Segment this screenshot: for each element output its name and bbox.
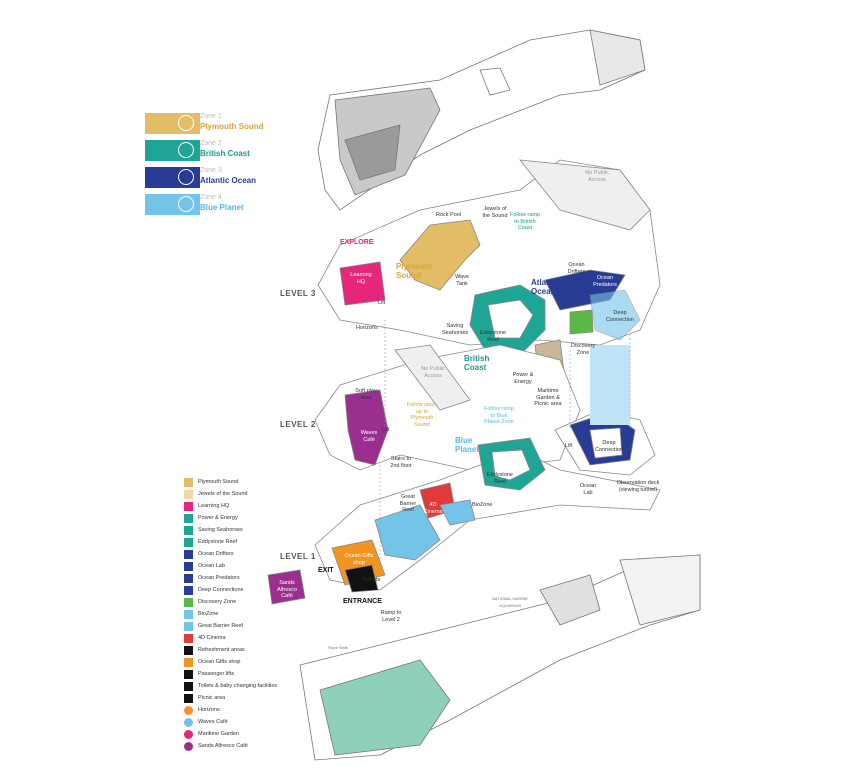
explore-logo: EXPLORE bbox=[340, 239, 374, 246]
eddystone-3-label: Eddystone Reef bbox=[480, 330, 506, 343]
british-zone-title: British Coast bbox=[464, 354, 490, 372]
zone-key-atlantic: Zone 3 Atlantic Ocean bbox=[145, 167, 295, 188]
deep-connections-icon bbox=[184, 586, 193, 595]
soft-play-label: Soft play area bbox=[355, 388, 377, 401]
british-zone-icon bbox=[178, 142, 194, 158]
zone-name: Atlantic Ocean bbox=[200, 176, 257, 185]
picnic-icon bbox=[184, 694, 193, 703]
atlantic-zone-title: Atlantic Ocean bbox=[531, 278, 561, 296]
waves-cafe-icon bbox=[184, 718, 193, 727]
exit-label: EXIT bbox=[318, 567, 334, 574]
ocean-predators-label: Ocean Predators bbox=[593, 275, 617, 288]
level2-right bbox=[554, 345, 656, 476]
learning-hq-label: Learning HQ bbox=[350, 272, 372, 285]
biozone-icon bbox=[184, 610, 193, 619]
deep-connection-3-label: Deep Connection bbox=[606, 310, 634, 323]
gift-shop-icon bbox=[184, 658, 193, 667]
level1-floor bbox=[267, 437, 661, 605]
roof-building bbox=[317, 29, 646, 211]
entrance-label: ENTRANCE bbox=[343, 598, 382, 605]
stairs-2nd-label: Stairs to 2nd floor bbox=[390, 456, 412, 469]
waves-cafe-label: Waves Café bbox=[360, 430, 378, 443]
atlantic-zone-icon bbox=[178, 169, 194, 185]
jewels-icon bbox=[184, 490, 193, 499]
plymouth-sound-icon bbox=[184, 478, 193, 487]
lift-icon bbox=[184, 670, 193, 679]
observation-deck-label: Observation deck (viewing tunnel) bbox=[616, 480, 660, 493]
zone-key-british: Zone 2 British Coast bbox=[145, 140, 295, 161]
lift-2a-label: Lift bbox=[382, 427, 390, 433]
maritime-garden-label: Maritime Garden & Picnic area bbox=[534, 388, 562, 407]
no-public-access-top-label: No Public Access bbox=[585, 170, 609, 183]
ocean-drifters-label: Ocean Drifters bbox=[567, 262, 586, 275]
barrier-reef-icon bbox=[184, 622, 193, 631]
great-barrier-label: Great Barrier Reef bbox=[399, 494, 417, 513]
power-energy-icon bbox=[184, 514, 193, 523]
no-public-access-mid-label: No Public Access bbox=[421, 366, 445, 379]
follow-ramp-blue-label: Follow ramp to Blue Planet Zone bbox=[484, 406, 514, 425]
level2-label: LEVEL 2 bbox=[280, 420, 316, 429]
plymouth-zone-title: Plymouth Sound bbox=[396, 262, 433, 280]
zone-number: Zone 3 bbox=[200, 167, 222, 174]
zone-number: Zone 2 bbox=[200, 140, 222, 147]
deep-connection-2-label: Deep Connection bbox=[595, 440, 623, 453]
discovery-zone-label: Discovery Zone bbox=[570, 343, 596, 356]
tickets-label: Tickets bbox=[363, 577, 381, 583]
ramp-level2-label: Ramp to Level 2 bbox=[380, 610, 402, 623]
zone-key-blue: Zone 4 Blue Planet bbox=[145, 194, 295, 215]
follow-stairs-label: Follow stairs up to Plymouth Sound bbox=[406, 402, 438, 428]
zone-key-plymouth: Zone 1 Plymouth Sound bbox=[145, 113, 295, 134]
toilets-icon bbox=[184, 682, 193, 691]
refreshment-icon bbox=[184, 646, 193, 655]
wave-tank-label: Wave Tank bbox=[455, 274, 469, 287]
follow-ramp-british-label: Follow ramp to British Coast bbox=[510, 212, 540, 231]
discovery-zone-icon bbox=[184, 598, 193, 607]
zone-number: Zone 4 bbox=[200, 194, 222, 201]
saving-seahorses-label: Saving Seahorses bbox=[442, 323, 469, 336]
ocean-gifts-label: Ocean Gifts shop bbox=[344, 553, 374, 566]
eddystone-1-label: Eddystone Reef bbox=[487, 472, 513, 485]
level3-floor bbox=[317, 159, 661, 386]
lift-3-label: Lift bbox=[378, 300, 386, 306]
ground-text: Rope Walk bbox=[328, 645, 348, 650]
ocean-lab-label: Ocean Lab bbox=[579, 483, 597, 496]
jewels-label: Jewels of the Sound bbox=[482, 206, 508, 219]
learning-hq-icon bbox=[184, 502, 193, 511]
lift-2b-label: Lift bbox=[565, 443, 573, 449]
4d-cinema-label: 4D Cinema bbox=[423, 502, 443, 515]
zone-name: Blue Planet bbox=[200, 203, 244, 212]
blue-planet-zone-title: Blue Planet bbox=[455, 436, 480, 454]
maritime-garden-icon bbox=[184, 730, 193, 739]
sands-cafe-label: Sands Alfresco Café bbox=[277, 580, 297, 599]
power-energy-label: Power & Energy bbox=[512, 372, 534, 385]
zone-name: Plymouth Sound bbox=[200, 122, 264, 131]
drifters-icon bbox=[184, 550, 193, 559]
biozone-label: BioZone bbox=[472, 502, 493, 508]
horizons-label: Horizons bbox=[356, 325, 378, 331]
level3-label: LEVEL 3 bbox=[280, 289, 316, 298]
building-sign: NATIONAL MARINE AQUARIUM bbox=[491, 596, 529, 608]
horizons-icon bbox=[184, 706, 193, 715]
blue-planet-zone-icon bbox=[178, 196, 194, 212]
lower-building bbox=[299, 554, 701, 761]
predators-icon bbox=[184, 574, 193, 583]
reef-icon bbox=[184, 538, 193, 547]
level1-label: LEVEL 1 bbox=[280, 552, 316, 561]
rock-pool-label: Rock Pool bbox=[436, 212, 462, 218]
level2-floor bbox=[314, 344, 581, 471]
zone-number: Zone 1 bbox=[200, 113, 222, 120]
ocean-lab-icon bbox=[184, 562, 193, 571]
sands-cafe-icon bbox=[184, 742, 193, 751]
plymouth-zone-icon bbox=[178, 115, 194, 131]
cinema-4d-icon bbox=[184, 634, 193, 643]
zone-name: British Coast bbox=[200, 149, 250, 158]
connection-lines bbox=[379, 320, 631, 560]
seahorse-icon bbox=[184, 526, 193, 535]
